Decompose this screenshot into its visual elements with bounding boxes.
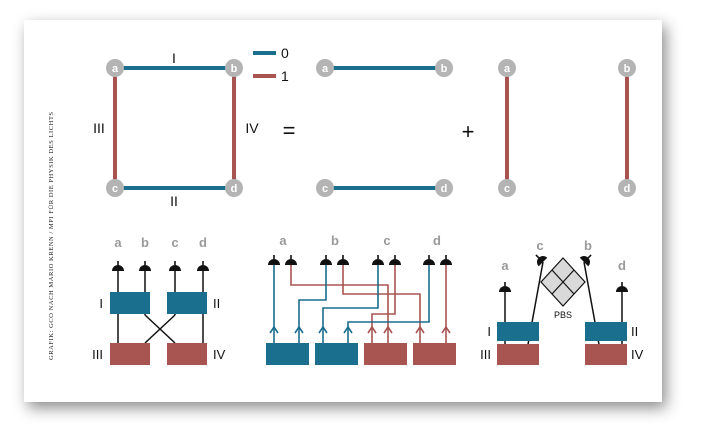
svg-text:d: d (433, 233, 441, 248)
svg-text:a: a (322, 63, 329, 75)
svg-text:b: b (584, 238, 592, 253)
plus-sign: + (462, 119, 475, 144)
svg-text:II: II (213, 296, 220, 311)
pbs-cube: PBS (540, 257, 586, 320)
equals-sign: = (283, 118, 296, 143)
vertex-nodes: a b c d a b c d a c b d (106, 59, 636, 197)
svg-text:d: d (231, 183, 238, 195)
svg-text:a: a (114, 235, 122, 250)
svg-text:a: a (501, 258, 509, 273)
setup-wiring: a b c d (266, 233, 456, 365)
matching-horizontal (325, 66, 444, 190)
legend: 0 1 (253, 45, 289, 84)
svg-text:c: c (504, 183, 510, 195)
svg-text:PBS: PBS (554, 310, 572, 320)
svg-text:IV: IV (213, 347, 226, 362)
svg-text:d: d (618, 258, 626, 273)
svg-text:II: II (631, 324, 638, 339)
svg-text:I: I (99, 296, 103, 311)
svg-text:c: c (322, 183, 328, 195)
svg-text:b: b (231, 63, 238, 75)
label-i: I (172, 50, 176, 66)
svg-text:a: a (504, 63, 511, 75)
svg-text:I: I (487, 324, 491, 339)
svg-text:0: 0 (281, 45, 289, 61)
svg-text:III: III (92, 347, 103, 362)
vertex-d: d (225, 179, 243, 197)
figure-card (24, 20, 662, 402)
svg-text:d: d (624, 183, 631, 195)
svg-text:c: c (171, 235, 178, 250)
setup-pbs: a c b d PBS I III II IV (480, 238, 644, 365)
svg-text:b: b (141, 235, 149, 250)
label-iii: III (93, 120, 105, 136)
vertex-c: c (106, 179, 124, 197)
svg-text:c: c (383, 233, 390, 248)
svg-text:IV: IV (631, 347, 644, 362)
svg-text:d: d (441, 183, 448, 195)
vertex-a: a (106, 59, 124, 77)
svg-text:a: a (279, 233, 287, 248)
svg-text:b: b (624, 63, 631, 75)
svg-text:c: c (112, 183, 118, 195)
svg-text:a: a (112, 63, 119, 75)
setup-crystals: a b c d I II III IV (92, 235, 226, 365)
svg-text:c: c (536, 238, 543, 253)
svg-text:b: b (331, 233, 339, 248)
label-iv: IV (245, 120, 259, 136)
label-ii: II (170, 193, 178, 209)
svg-text:1: 1 (281, 68, 289, 84)
svg-text:d: d (199, 235, 207, 250)
svg-text:III: III (480, 347, 491, 362)
matching-vertical (505, 68, 629, 188)
graph-square (113, 66, 236, 190)
vertex-b: b (225, 59, 243, 77)
svg-text:b: b (441, 63, 448, 75)
